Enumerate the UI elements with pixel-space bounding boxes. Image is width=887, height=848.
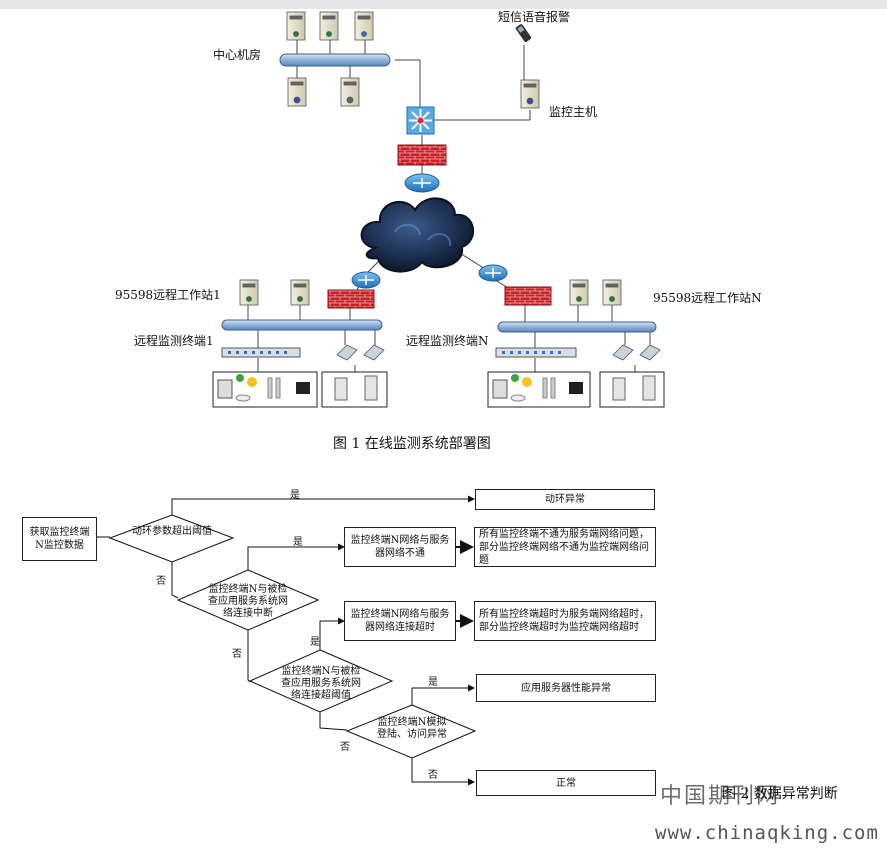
server-icons — [239, 11, 622, 306]
result-timeout: 所有监控终端超时为服务端网络超时，部分监控终端超时为监控端网络超时 — [474, 601, 656, 641]
router-icons — [351, 173, 508, 289]
decision-d3 — [248, 649, 394, 713]
switch-icon — [406, 106, 435, 135]
yes-label-3: 是 — [310, 637, 320, 648]
decision-d1 — [108, 514, 235, 563]
decision-d2 — [176, 569, 320, 631]
decision-d3-text: 监控终端N与被检查应用服务系统网络连接超阈值 — [281, 666, 361, 701]
watermark-cn: 中国期刊网 — [660, 784, 781, 809]
result-normal: 正常 — [476, 770, 656, 796]
flow-start-box: 获取监控终端N监控数据 — [22, 517, 97, 561]
yes-label-1: 是 — [290, 490, 300, 501]
label-center-room: 中心机房 — [213, 48, 262, 62]
phone-icon — [515, 24, 532, 42]
result-dynamic-env-abnormal: 动环异常 — [475, 489, 655, 510]
mid-network-timeout: 监控终端N网络与服务器网络连接超时 — [344, 601, 456, 641]
label-terminal-n: 远程监测终端N — [406, 334, 489, 348]
result-network-problem: 所有监控终端不通为服务端网络问题，部分监控终端网络不通为监控端网络问题 — [474, 527, 656, 567]
no-label-3: 否 — [340, 742, 350, 753]
no-label-4: 否 — [428, 770, 438, 781]
modem-icons — [336, 344, 661, 361]
label-terminal-1: 远程监测终端1 — [134, 334, 214, 348]
figure1-caption: 图 1 在线监测系统部署图 — [333, 436, 491, 452]
no-label-1: 否 — [156, 576, 166, 587]
decision-d2-text: 监控终端N与被检查应用服务系统网络连接中断 — [208, 584, 288, 619]
label-monitor-host: 监控主机 — [549, 105, 598, 119]
figure2-caption: 图 2 数据异常判断 — [722, 786, 838, 802]
label-workstation-1: 95598远程工作站1 — [115, 288, 221, 302]
yes-label-4: 是 — [428, 677, 438, 688]
terminal-strips — [221, 347, 577, 358]
label-workstation-n: 95598远程工作站N — [653, 291, 762, 305]
result-server-performance: 应用服务器性能异常 — [476, 674, 656, 702]
yes-label-2: 是 — [293, 537, 303, 548]
decision-d1-text: 动环参数超出阈值 — [132, 526, 212, 537]
decision-d4-text: 监控终端N模拟登陆、访问异常 — [377, 717, 447, 740]
internet-cloud-icon — [360, 197, 475, 273]
flowchart-connectors — [97, 495, 475, 786]
mid-network-unreachable: 监控终端N网络与服务器网络不通 — [344, 527, 456, 567]
decision-d4 — [345, 704, 477, 759]
label-sms-alarm: 短信语音报警 — [498, 10, 571, 24]
no-label-2: 否 — [232, 649, 242, 660]
sensor-boxes — [212, 371, 665, 408]
watermark-url: www.chinaqking.com — [655, 822, 879, 844]
top-strip — [0, 0, 887, 9]
